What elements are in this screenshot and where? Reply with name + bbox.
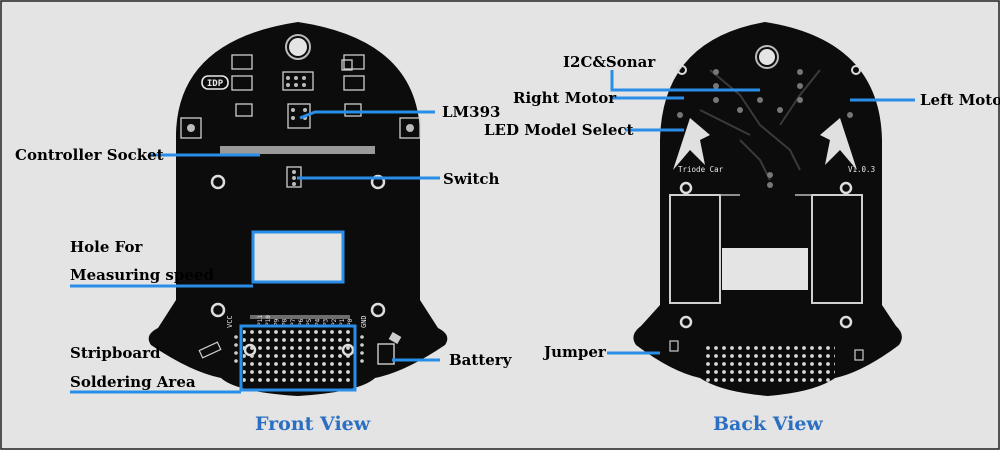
label-i2c-sonar: I2C&Sonar (563, 53, 656, 71)
measuring-hole (253, 232, 343, 282)
header-pin-label: P8 (282, 318, 289, 326)
label-stripboard-line1: Stripboard (70, 344, 161, 362)
header-pin-label: P6 (298, 318, 305, 326)
stripboard-highlight (239, 324, 357, 392)
back-measuring-hole (722, 248, 808, 290)
header-pin-label: P2 (331, 318, 338, 326)
back-board: Triode Car V1.0.3 (633, 22, 902, 396)
front-board-outline (148, 22, 448, 396)
back-mount-hole (759, 49, 775, 65)
label-battery: Battery (449, 351, 512, 369)
label-hole-line2: Measuring speed (70, 266, 214, 284)
right-motor-arrow-icon (673, 118, 710, 170)
label-switch: Switch (443, 170, 500, 188)
controller-socket-strip (220, 146, 375, 154)
header-pin-label: P3 (323, 318, 330, 326)
label-right-motor: Right Motor (513, 89, 617, 107)
measuring-hole-highlight (251, 230, 345, 284)
mount-hole-icon (210, 302, 226, 318)
label-left-motor: Left Motor (920, 91, 1000, 109)
right-motor-outline (669, 194, 721, 304)
label-led-model-select: LED Model Select (484, 121, 634, 139)
header-pin-label: P9 (273, 318, 280, 326)
mount-hole-icon (370, 302, 386, 318)
header-pin-label: P7 (290, 318, 297, 326)
front-callout-lines (70, 110, 440, 394)
front-view-title: Front View (255, 413, 371, 435)
left-motor-outline (811, 194, 863, 304)
callout-lm393 (299, 110, 435, 120)
header-pin-label: P10 (265, 315, 272, 326)
battery-connector (377, 343, 395, 365)
vcc-label: VCC (226, 315, 234, 328)
version-label: V1.0.3 (848, 165, 875, 174)
header-pin-label: P5 (306, 318, 313, 326)
mount-hole-icon (210, 174, 226, 190)
gnd-label: GND (360, 315, 368, 328)
label-hole-line1: Hole For (70, 238, 143, 256)
label-controller-socket: Controller Socket (15, 146, 164, 164)
board-name-label: Triode Car (678, 165, 724, 174)
back-stripboard-area (705, 342, 835, 382)
idp-logo-text: IDP (207, 79, 224, 89)
stripboard-area (243, 330, 353, 386)
back-callout-lines (607, 70, 915, 355)
label-lm393: LM393 (442, 103, 501, 121)
mount-hole-icon (370, 174, 386, 190)
header-pin-label: P0 (347, 318, 354, 326)
front-mount-hole (289, 38, 307, 56)
left-motor-arrow-icon (820, 118, 857, 170)
back-view-title: Back View (713, 413, 823, 435)
label-stripboard-line2: Soldering Area (70, 373, 196, 391)
header-pin-label: P11 (257, 315, 264, 326)
header-pin-label: P1 (339, 318, 346, 326)
header-pin-label: P4 (314, 318, 321, 326)
callout-i2c-sonar (610, 70, 760, 92)
label-jumper: Jumper (544, 343, 606, 361)
idp-logo: IDP (201, 75, 229, 90)
